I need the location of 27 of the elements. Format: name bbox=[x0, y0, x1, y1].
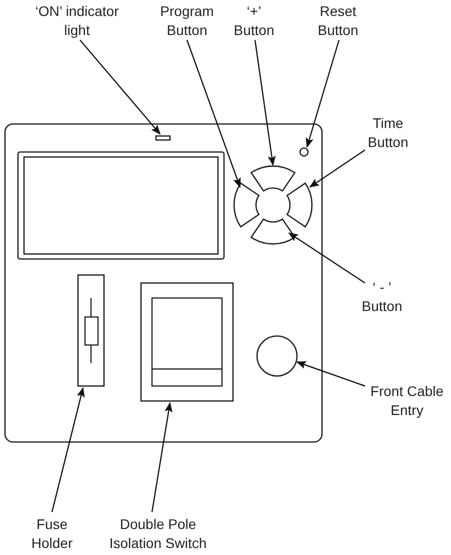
minus-button bbox=[250, 218, 296, 245]
callout-label: Double Pole Isolation Switch bbox=[103, 515, 213, 553]
plus-button bbox=[250, 165, 296, 192]
callout-label: ‘ - ’ Button bbox=[352, 278, 412, 316]
callout-label: Time Button bbox=[358, 114, 418, 152]
fuse-holder bbox=[77, 274, 105, 387]
reset-button bbox=[299, 147, 309, 157]
leader-line bbox=[288, 232, 366, 284]
program-button bbox=[233, 182, 260, 228]
callout-label: Front Cable Entry bbox=[363, 382, 451, 420]
leader-line bbox=[151, 402, 172, 512]
leader-line bbox=[306, 40, 340, 148]
leader-line bbox=[254, 40, 276, 166]
time-button bbox=[286, 182, 313, 228]
leader-line bbox=[186, 40, 241, 188]
leader-line bbox=[80, 40, 161, 135]
callout-label: Reset Button bbox=[308, 2, 368, 40]
leader-line bbox=[296, 361, 366, 387]
isolation-switch bbox=[140, 282, 234, 402]
indicator-light bbox=[155, 135, 171, 141]
callout-label: Program Button bbox=[147, 2, 227, 40]
callout-label: Fuse Holder bbox=[22, 515, 82, 553]
cable-entry bbox=[256, 335, 298, 377]
leader-line bbox=[309, 150, 366, 188]
callout-label: ‘ON’ indicator light bbox=[27, 2, 127, 40]
leader-line bbox=[51, 387, 85, 512]
callout-label: ‘+’ Button bbox=[229, 2, 279, 40]
